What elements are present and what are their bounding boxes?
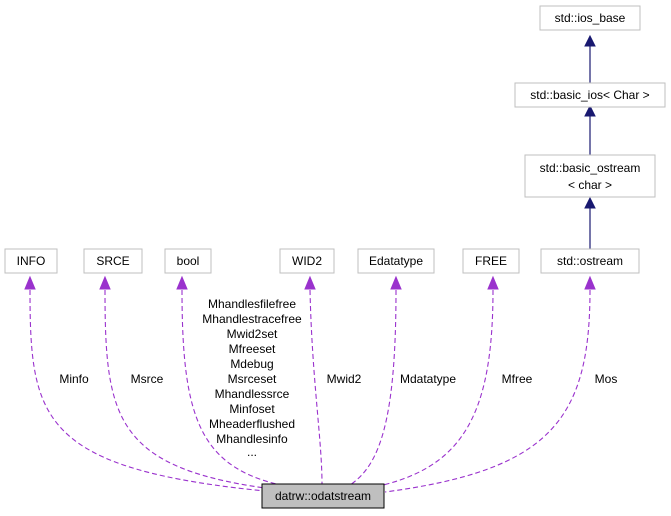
edge-label-minfo: Minfo — [59, 372, 89, 386]
node-ostream[interactable]: std::ostream — [540, 248, 640, 274]
edge-label-mos: Mos — [595, 372, 618, 386]
usage-edges — [24, 275, 596, 493]
edge-mwid2 — [309, 289, 323, 485]
edge-bool-members — [181, 289, 291, 488]
arrowhead-ios-base — [584, 34, 596, 47]
arrowhead-srce — [99, 275, 111, 290]
bool-member-label: Mhandlesinfo — [216, 432, 288, 446]
node-basic-ostream-label-line1: std::basic_ostream — [540, 161, 641, 175]
node-ostream-label: std::ostream — [557, 254, 623, 268]
bool-member-label: Mhandlestracefree — [202, 312, 302, 326]
arrowhead-bool — [176, 275, 188, 290]
node-basic-ostream-label-line2: < char > — [568, 178, 612, 192]
edge-mfree — [369, 289, 494, 489]
bool-member-label: Minfoset — [229, 402, 275, 416]
arrowhead-wid2 — [304, 275, 316, 290]
bool-member-label: ... — [247, 445, 257, 459]
bool-member-label: Msrceset — [228, 372, 277, 386]
bool-member-label: Mheaderflushed — [209, 417, 295, 431]
arrowhead-info — [24, 275, 36, 290]
node-ios-base-label: std::ios_base — [555, 11, 626, 25]
arrowhead-basic-ios — [584, 104, 596, 117]
node-basic-ios-label: std::basic_ios< Char > — [530, 88, 649, 102]
edge-mos — [384, 289, 591, 493]
node-basic-ostream[interactable]: std::basic_ostream < char > — [524, 154, 656, 198]
edge-label-bool-members: Mhandlesfilefree Mhandlestracefree Mwid2… — [202, 297, 302, 459]
edge-mdatatype — [349, 289, 397, 486]
edge-label-mdatatype: Mdatatype — [400, 372, 456, 386]
arrowhead-ostream — [584, 275, 596, 290]
node-wid2[interactable]: WID2 — [279, 248, 335, 274]
bool-member-label: Mfreeset — [229, 342, 276, 356]
edge-minfo — [29, 289, 276, 493]
node-odatstream-label: datrw::odatstream — [275, 489, 371, 503]
node-bool-label: bool — [177, 254, 200, 268]
node-info[interactable]: INFO — [4, 248, 58, 274]
node-odatstream[interactable]: datrw::odatstream — [261, 483, 385, 509]
arrowhead-basic-ostream — [584, 196, 596, 209]
bool-member-label: Mhandlessrce — [215, 387, 290, 401]
edge-label-msrce: Msrce — [131, 372, 164, 386]
node-info-label: INFO — [17, 254, 46, 268]
node-edatatype-label: Edatatype — [369, 254, 423, 268]
bool-member-label: Mdebug — [230, 357, 273, 371]
node-srce[interactable]: SRCE — [83, 248, 143, 274]
bool-member-label: Mwid2set — [227, 327, 278, 341]
node-srce-label: SRCE — [96, 254, 129, 268]
node-wid2-label: WID2 — [292, 254, 322, 268]
bool-member-label: Mhandlesfilefree — [208, 297, 296, 311]
arrowhead-free — [487, 275, 499, 290]
node-free-label: FREE — [475, 254, 507, 268]
node-edatatype[interactable]: Edatatype — [357, 248, 435, 274]
node-bool[interactable]: bool — [164, 248, 212, 274]
node-free[interactable]: FREE — [462, 248, 520, 274]
edge-msrce — [104, 289, 281, 491]
node-ios-base[interactable]: std::ios_base — [539, 5, 641, 31]
edge-label-mfree: Mfree — [502, 372, 533, 386]
inheritance-edges — [584, 34, 596, 249]
edge-label-mwid2: Mwid2 — [327, 372, 362, 386]
arrowhead-edatatype — [390, 275, 402, 290]
node-basic-ios[interactable]: std::basic_ios< Char > — [514, 82, 666, 108]
